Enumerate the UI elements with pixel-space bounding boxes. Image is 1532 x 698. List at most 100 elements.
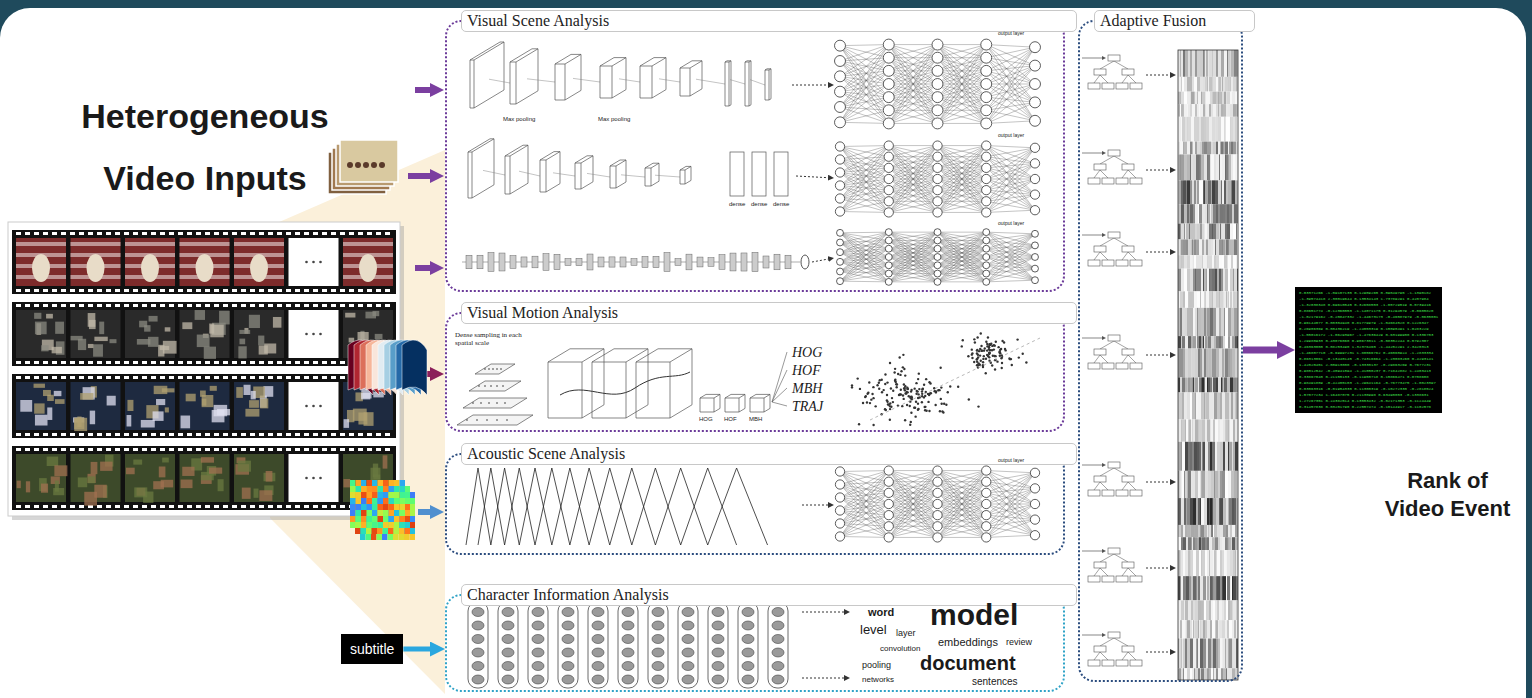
- cnn-link: [489, 79, 510, 83]
- network-link: [889, 257, 938, 282]
- scatter-point: [979, 348, 981, 350]
- sprocket-hole: [268, 289, 273, 292]
- network-link: [840, 493, 889, 537]
- scatter-point: [884, 373, 886, 375]
- network-unit: [1030, 79, 1041, 90]
- sprocket-hole: [223, 433, 228, 436]
- frame-detail: [34, 403, 44, 413]
- scatter-point: [890, 387, 892, 389]
- network-unit: [835, 86, 846, 97]
- network-link: [986, 163, 1035, 212]
- network-unit: [884, 186, 893, 195]
- dense-layer: [730, 152, 744, 196]
- spectrogram-cell: [394, 528, 400, 534]
- spectrogram-cell: [400, 516, 406, 522]
- frame-detail: [55, 480, 59, 491]
- sprocket-hole: [160, 505, 165, 508]
- spectrogram-cell: [383, 492, 389, 498]
- network-unit: [884, 511, 893, 520]
- sprocket-hole: [259, 433, 264, 436]
- network-unit: [982, 163, 991, 172]
- network-unit: [885, 229, 892, 236]
- sprocket-hole: [178, 304, 183, 307]
- spectrogram-cell: [372, 516, 378, 522]
- ellipsis-dot: [305, 333, 308, 336]
- sample-point: [484, 368, 486, 370]
- network-link: [986, 84, 1035, 97]
- network-link: [986, 179, 1035, 195]
- network-link: [986, 234, 1035, 274]
- spectrogram-cell: [361, 522, 367, 528]
- frame-detail: [88, 476, 95, 483]
- spectrogram-cell: [377, 504, 383, 510]
- scatter-point: [976, 336, 978, 338]
- network-link: [938, 45, 987, 98]
- network-link: [840, 243, 889, 266]
- video-frame: [180, 454, 230, 502]
- spectrogram-cell: [367, 486, 373, 492]
- network-unit: [835, 207, 844, 216]
- scatter-point: [899, 374, 901, 376]
- network-unit: [883, 39, 894, 50]
- spectrogram-cell: [367, 510, 373, 516]
- frame-detail: [153, 481, 164, 489]
- network-link: [938, 146, 987, 168]
- spectrogram-cell: [367, 480, 373, 486]
- inception-block: [532, 256, 538, 268]
- scatter-point: [892, 401, 894, 403]
- spectrogram-cell: [350, 492, 356, 498]
- network-unit: [934, 229, 941, 236]
- sprocket-hole: [187, 289, 192, 292]
- network-unit: [884, 208, 893, 217]
- video-frame: [16, 454, 66, 502]
- scatter-point: [886, 381, 888, 383]
- network-link: [840, 536, 889, 538]
- spectrogram-cell: [394, 510, 400, 516]
- spectrogram-cell: [356, 492, 362, 498]
- spectrogram-cell: [394, 516, 400, 522]
- sprocket-hole: [124, 304, 129, 307]
- sprocket-hole: [43, 289, 48, 292]
- sprocket-hole: [178, 232, 183, 235]
- sprocket-hole: [304, 376, 309, 379]
- sprocket-hole: [295, 433, 300, 436]
- network-link: [840, 179, 889, 186]
- network-link: [840, 147, 889, 202]
- scatter-point: [895, 383, 897, 385]
- network-unit: [835, 480, 844, 489]
- inception-block: [543, 254, 549, 271]
- sprocket-hole: [97, 448, 102, 451]
- network-unit: [1030, 484, 1039, 493]
- sprocket-hole: [70, 289, 75, 292]
- scatter-point: [986, 343, 988, 345]
- sprocket-hole: [196, 448, 201, 451]
- frame-detail: [148, 337, 159, 347]
- spectrogram-cell: [367, 522, 373, 528]
- sprocket-hole: [79, 361, 84, 364]
- frame-detail: [245, 409, 259, 417]
- sprocket-hole: [214, 289, 219, 292]
- network-unit: [981, 39, 992, 50]
- scale-pyramid-layer: [463, 398, 527, 408]
- image-stack-figure: [355, 162, 361, 168]
- inception-block: [697, 257, 703, 267]
- sprocket-hole: [340, 361, 345, 364]
- sprocket-hole: [34, 304, 39, 307]
- scatter-point: [976, 358, 978, 360]
- network-link: [986, 168, 1035, 179]
- sprocket-hole: [367, 304, 372, 307]
- sprocket-hole: [187, 361, 192, 364]
- network-link: [840, 146, 889, 199]
- network-link: [840, 157, 889, 173]
- ellipsis-dot: [305, 405, 308, 408]
- network-link: [986, 257, 1035, 274]
- sprocket-hole: [52, 361, 57, 364]
- network-unit: [982, 152, 991, 161]
- network-unit: [1032, 277, 1039, 284]
- network-link: [889, 240, 938, 281]
- spectrogram-cell: [372, 486, 378, 492]
- network-unit: [982, 488, 991, 497]
- network-link: [840, 146, 889, 173]
- neural-network: [837, 229, 1039, 286]
- network-unit: [982, 466, 991, 475]
